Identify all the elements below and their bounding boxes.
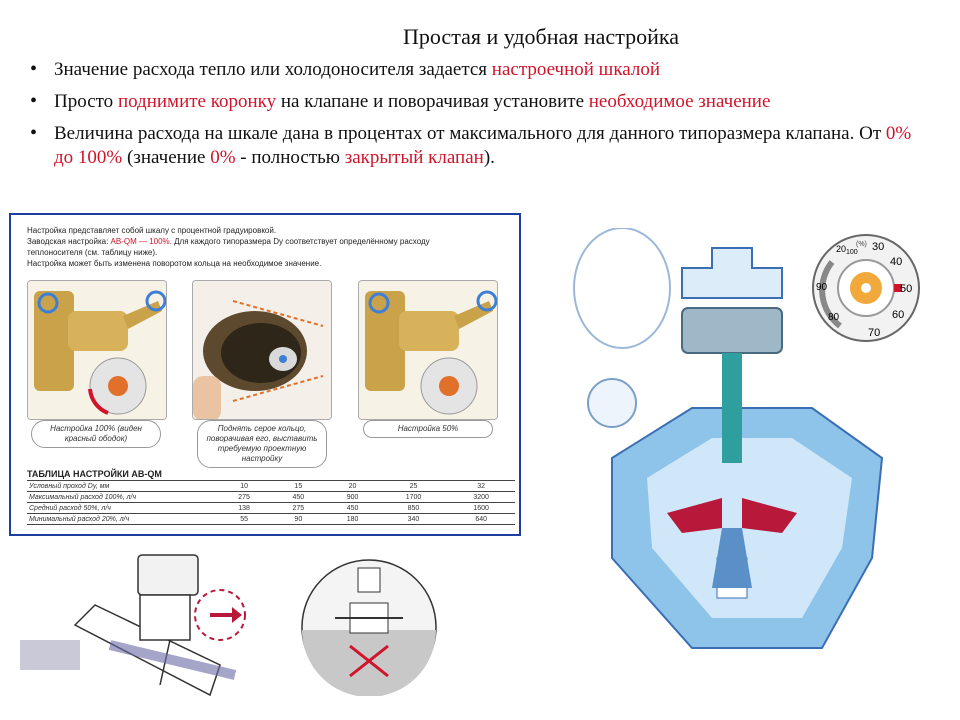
- highlight-text: 0% до 100%: [54, 123, 912, 168]
- caption-100: Настройка 100% (виден красный ободок): [31, 420, 161, 448]
- dial-tick: 90: [816, 282, 828, 293]
- bullet-item: Просто поднимите коронку на клапане и по…: [30, 89, 930, 114]
- dial-tick: 50: [900, 283, 912, 295]
- caption-50: Настройка 50%: [363, 420, 493, 438]
- dial-unit: (%): [856, 241, 867, 248]
- slide-title: Простая и удобная настройка: [403, 24, 679, 49]
- instruction-excerpt: Настройка представляет собой шкалу с про…: [9, 213, 521, 536]
- dial-tick: 80: [828, 312, 840, 323]
- valve-photo-ring: [192, 280, 332, 420]
- highlight-text: 0%: [210, 147, 236, 168]
- dial-tick: 100: [846, 249, 858, 256]
- valve-photo-100: [27, 280, 167, 420]
- valve-sketch-arrow: [20, 554, 246, 697]
- dial-tick: 70: [868, 327, 880, 339]
- bullet-item: Значение расхода тепло или холодоносител…: [30, 57, 930, 82]
- valve-photo-50: [358, 280, 498, 420]
- highlight-text: закрытый клапан: [344, 147, 484, 168]
- valve-sketch-crossed: [301, 559, 437, 696]
- dial-tick: 30: [872, 241, 884, 253]
- bullet-list: Значение расхода тепло или холодоносител…: [30, 57, 930, 178]
- table-title: ТАБЛИЦА НАСТРОЙКИ AB-QM: [27, 469, 162, 479]
- caption-ring: Поднять серое кольцо, поворачивая его, в…: [197, 420, 327, 468]
- highlight-text: настроечной шкалой: [491, 59, 661, 80]
- highlight-text: поднимите коронку: [117, 91, 277, 112]
- instruction-text: Настройка представляет собой шкалу с про…: [27, 226, 430, 268]
- dial-tick: 60: [892, 309, 904, 321]
- bullet-item: Величина расхода на шкале дана в процент…: [30, 121, 930, 170]
- setting-dial: (%) 20 30 40 50 60 70 80 90 100: [812, 234, 920, 342]
- dial-tick: 40: [890, 256, 902, 268]
- valve-cutaway-illustration: [573, 228, 884, 649]
- highlight-text: необходимое значение: [588, 91, 771, 112]
- dial-tick: 20: [836, 244, 846, 254]
